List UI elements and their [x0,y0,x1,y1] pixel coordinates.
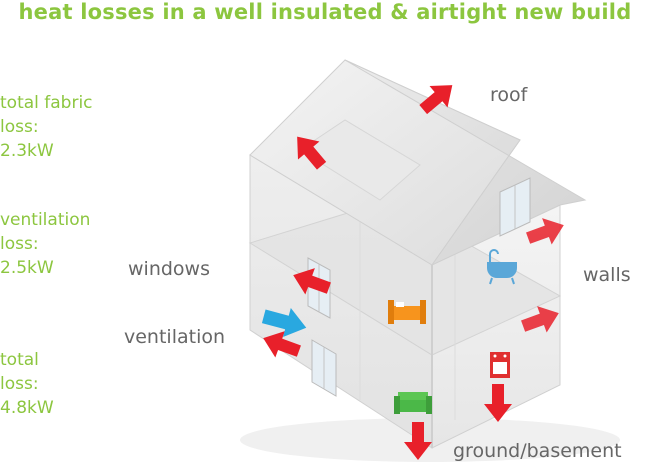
window-arrow [293,268,331,295]
window-lower-left [311,339,337,397]
ventilation-loss-label-2: loss: [0,234,39,254]
fabric-loss-value: 2.3kW [0,141,54,161]
fabric-loss-stat: total fabric loss: 2.3kW [0,91,120,163]
ground-arrow-right [484,384,512,422]
total-loss-label-2: loss: [0,374,39,394]
ground-basement-label: ground/basement [453,440,622,462]
walls-label: walls [583,264,631,286]
ventilation-loss-label-1: ventilation [0,210,91,230]
roof-arrow-left [297,136,327,170]
wall-arrow-upper [526,218,564,245]
page-title: heat losses in a well insulated & airtig… [18,0,632,24]
bed-icon [388,300,426,324]
ventilation-loss-stat: ventilation loss: 2.5kW [0,208,120,280]
total-loss-value: 4.8kW [0,398,54,418]
ventilation-loss-value: 2.5kW [0,258,54,278]
dormer [299,119,421,201]
windows-label: windows [128,258,210,280]
ventilation-in-arrow [261,308,307,338]
ventilation-label: ventilation [124,326,226,348]
ground-arrow-left [404,422,432,460]
total-loss-stat: total loss: 4.8kW [0,348,120,420]
sofa-icon [394,392,432,414]
roof-label: roof [490,84,528,106]
roof-arrow-right [419,85,453,115]
wall-arrow-lower [521,306,559,333]
fabric-loss-label-1: total fabric [0,93,93,113]
window-upper-right [499,177,531,237]
cooker-icon [490,352,510,378]
ventilation-out-arrow [263,331,301,358]
total-loss-label-1: total [0,350,39,370]
first-floor [248,199,562,356]
bath-icon [487,249,517,285]
fabric-loss-label-2: loss: [0,117,39,137]
